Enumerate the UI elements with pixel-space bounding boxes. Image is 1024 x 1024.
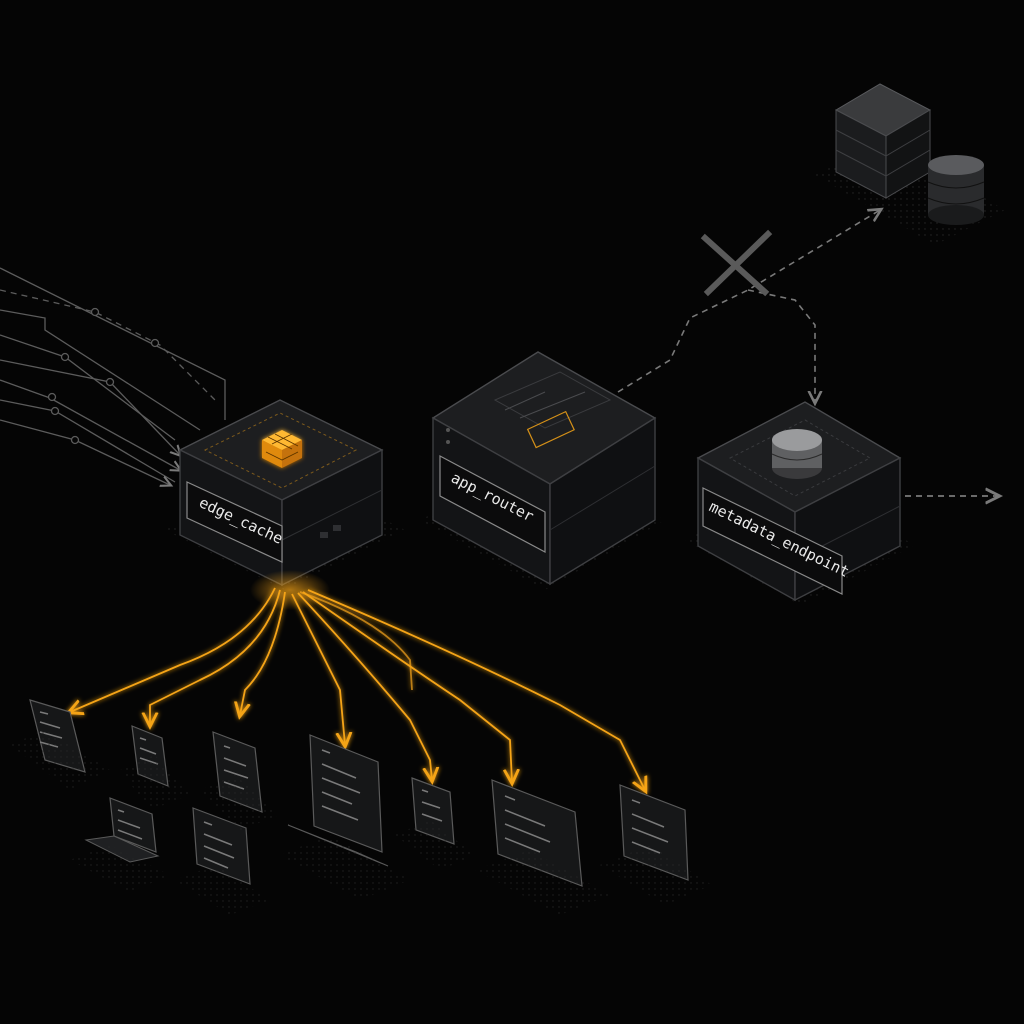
cache-cube-icon [262, 430, 302, 468]
blocked-x-icon [700, 229, 773, 297]
incoming-traffic-lines [0, 267, 226, 485]
client-device[interactable] [287, 734, 389, 867]
client-footprints [10, 730, 712, 915]
client-device[interactable] [192, 807, 251, 885]
client-fanout-connectors [70, 587, 645, 790]
upstream-storage-server [834, 83, 932, 199]
upstream-database-icon [927, 155, 985, 225]
client-device[interactable] [84, 797, 160, 863]
database-cylinder-icon [771, 429, 823, 479]
fanout-hub-glow [250, 570, 330, 610]
connector-router-to-storage [617, 210, 880, 402]
